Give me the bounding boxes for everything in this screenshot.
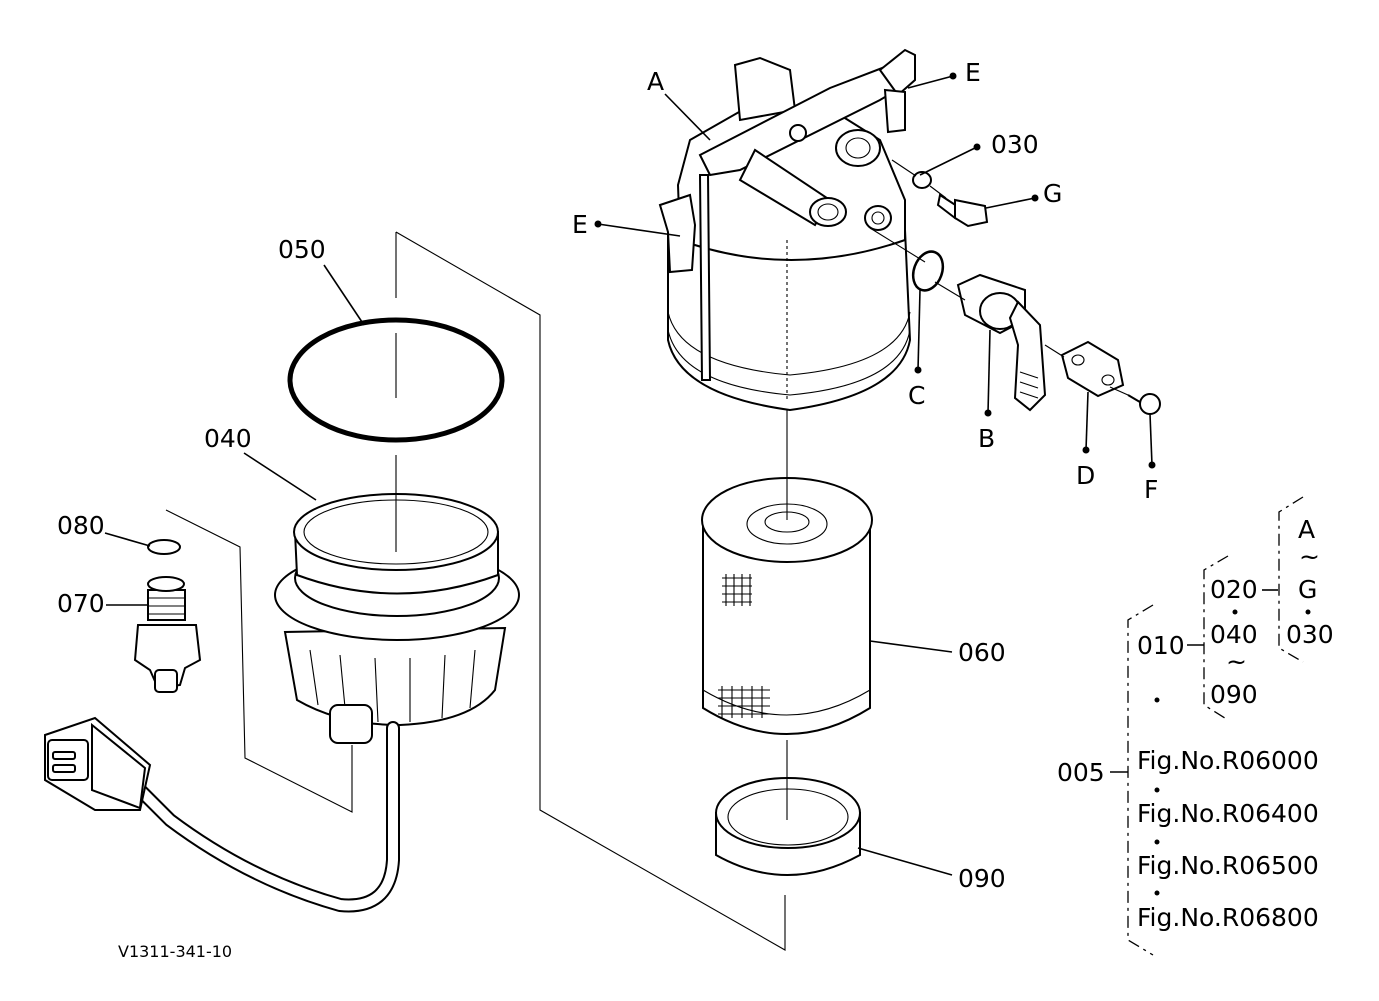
wire-harness[interactable]	[44, 716, 400, 913]
filter-bowl-040[interactable]	[274, 493, 520, 744]
label-F: F	[1144, 475, 1158, 504]
hier-tilde-1: ~	[1226, 647, 1247, 676]
connector[interactable]	[44, 716, 152, 811]
filter-mesh-bottom	[718, 686, 770, 718]
label-G: G	[1043, 179, 1062, 208]
label-C: C	[908, 381, 925, 410]
bolt-G[interactable]	[936, 193, 989, 228]
label-050: 050	[278, 235, 326, 264]
screw-F[interactable]	[1127, 393, 1161, 415]
hier-G: G	[1298, 575, 1317, 604]
hier-030: 030	[1286, 620, 1334, 649]
part-labels: 050 040 080 070 060 090 A E E 030 G C B …	[57, 58, 1158, 893]
o-ring-080[interactable]	[147, 539, 181, 555]
elbow-fitting-E-left[interactable]	[658, 193, 697, 274]
hier-020: 020	[1210, 575, 1258, 604]
filter-mesh-top	[722, 574, 752, 606]
label-080: 080	[57, 511, 105, 540]
hier-010: 010	[1137, 631, 1185, 660]
water-sensor-070[interactable]	[133, 576, 202, 693]
drawing-number: V1311-341-10	[118, 942, 232, 961]
hier-tilde-2: ~	[1299, 542, 1320, 571]
hier-005: 005	[1057, 758, 1105, 787]
cock-valve-B[interactable]	[956, 273, 1047, 412]
label-D: D	[1076, 461, 1095, 490]
label-030: 030	[991, 130, 1039, 159]
label-060: 060	[958, 638, 1006, 667]
hier-A: A	[1298, 515, 1315, 544]
hier-040: 040	[1210, 620, 1258, 649]
label-090: 090	[958, 864, 1006, 893]
o-ring-C[interactable]	[908, 247, 948, 294]
elbow-fitting-E-right[interactable]	[883, 88, 906, 134]
assembly-axis-lines	[165, 159, 1129, 951]
label-070: 070	[57, 589, 105, 618]
hier-090: 090	[1210, 680, 1258, 709]
label-B: B	[978, 424, 995, 453]
fig-ref-4: Fig.No.R06800	[1137, 903, 1319, 932]
label-040: 040	[204, 424, 252, 453]
leader-lines	[104, 72, 1156, 876]
label-E-top: E	[965, 58, 981, 87]
label-E-left: E	[572, 210, 588, 239]
fig-ref-1: Fig.No.R06000	[1137, 746, 1319, 775]
filter-head-A[interactable]	[658, 48, 916, 412]
fig-ref-2: Fig.No.R06400	[1137, 799, 1319, 828]
o-ring-030[interactable]	[912, 171, 932, 189]
o-ring-050[interactable]	[287, 317, 505, 443]
seal-ring-090[interactable]	[715, 777, 861, 876]
plate-D[interactable]	[1060, 340, 1125, 398]
label-A: A	[647, 67, 664, 96]
fig-ref-3: Fig.No.R06500	[1137, 851, 1319, 880]
assembly-hierarchy: 005 010 020 040 ~ 090 A ~ G 030 Fig.No.R…	[1057, 496, 1334, 956]
